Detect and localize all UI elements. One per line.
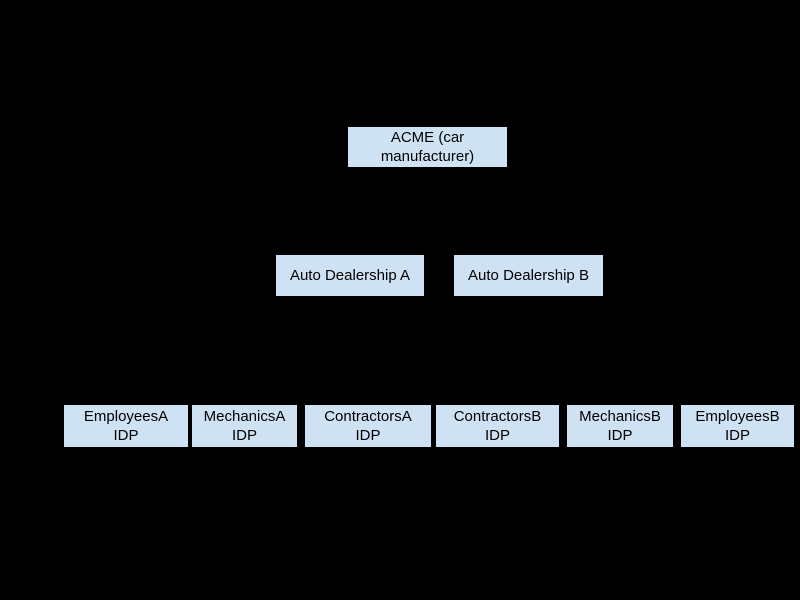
node-mechanics-a: MechanicsA IDP (192, 405, 297, 447)
node-contractors-a: ContractorsA IDP (305, 405, 431, 447)
node-mechanics-b: MechanicsB IDP (567, 405, 673, 447)
node-employees-a: EmployeesA IDP (64, 405, 188, 447)
node-employees-b: EmployeesB IDP (681, 405, 794, 447)
node-dealership-a: Auto Dealership A (276, 255, 424, 296)
node-contractors-b: ContractorsB IDP (436, 405, 559, 447)
node-dealership-b: Auto Dealership B (454, 255, 603, 296)
node-acme: ACME (car manufacturer) (348, 127, 507, 167)
